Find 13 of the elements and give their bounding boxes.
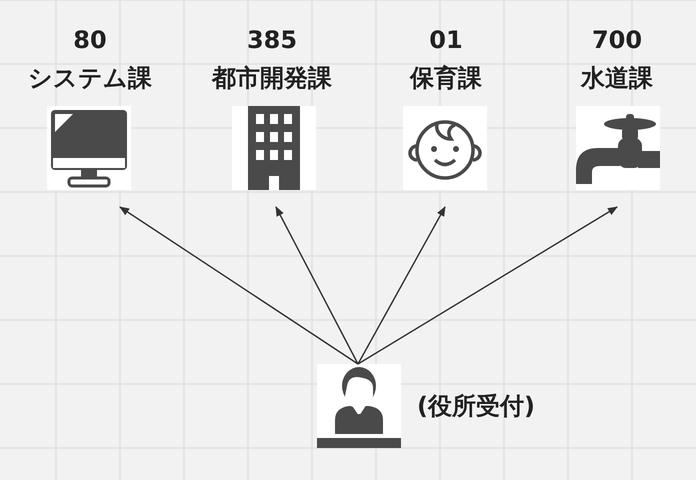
code-number: 385	[246, 25, 298, 55]
arrow	[357, 206, 446, 364]
arrow	[275, 206, 359, 364]
code-number: 01	[428, 25, 464, 55]
role-label: (役所受付)	[417, 391, 535, 422]
department-name: 都市開発課	[210, 63, 333, 93]
arrow	[119, 206, 358, 365]
department-name: 水道課	[580, 63, 654, 93]
department-name: 保育課	[408, 63, 483, 93]
arrow	[358, 206, 618, 365]
department-name: システム課	[27, 63, 153, 93]
code-number: 700	[590, 25, 644, 55]
code-number: 80	[72, 25, 108, 55]
